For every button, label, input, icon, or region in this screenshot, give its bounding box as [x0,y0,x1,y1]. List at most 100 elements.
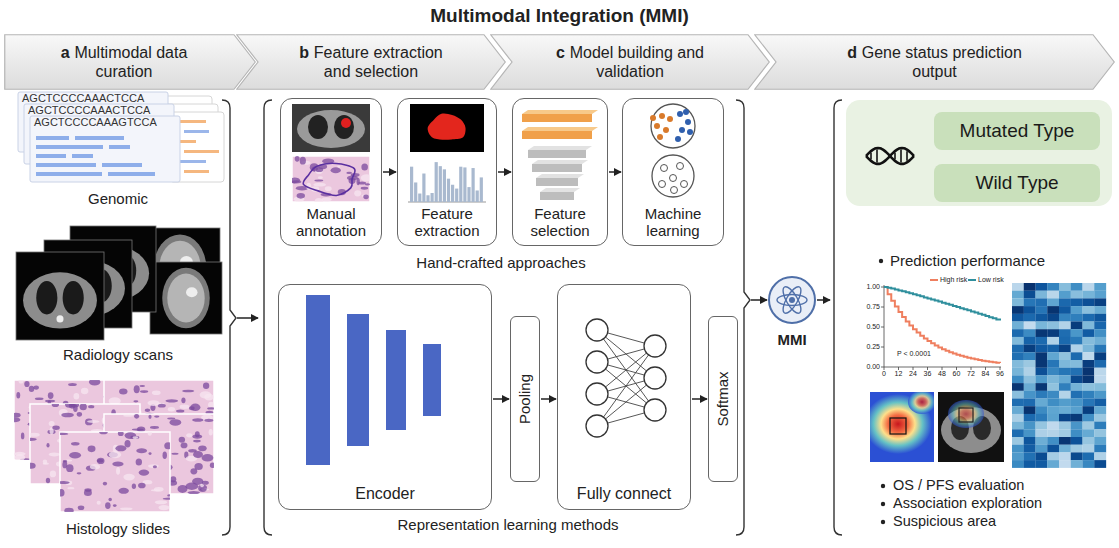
heatmap-cell [1047,445,1059,453]
heatmap-cell [1083,452,1095,460]
histogram-bar [439,166,442,202]
tissue-cell [163,498,170,500]
mri-slice [150,262,222,334]
ct-slice [938,392,1004,462]
tissue-slide [60,432,170,512]
heatmap-cell [1083,283,1095,291]
axis-tick-mark [1000,367,1001,370]
heatmap-cell [1094,306,1106,314]
tissue-cell [50,470,56,477]
tissue-cell [60,433,68,435]
heatmap-cell [1094,283,1106,291]
bullet-text: Association exploration [893,495,1042,512]
heatmap-cell [1083,437,1095,445]
heatmap-cell [1071,452,1083,460]
tissue-cell [148,464,159,468]
heatmap-cell [1083,322,1095,330]
heatmap-cell [1036,429,1048,437]
ct-body [23,272,97,328]
tissue-cell [14,417,20,422]
heatmap-cell [1047,322,1059,330]
class-dot [650,115,656,121]
heatmap-cell [1012,322,1024,330]
axis-tick: 96 [996,370,1004,378]
tissue-cell [69,404,76,409]
tissue-cell [147,400,159,406]
class-dot [659,113,665,119]
tissue-cell [181,443,188,449]
modality-label: Radiology scans [63,346,173,363]
heatmap-cell [1047,283,1059,291]
heatmap-cell [1024,291,1036,299]
heatmap-cell [1012,329,1024,337]
tissue-cell [80,404,87,410]
axis-tick-mark [881,347,884,348]
tissue-cell [209,429,213,435]
tissue-cell [136,448,147,453]
stage-heading: Multimodal data curation [74,44,187,80]
tissue-cell [46,443,49,448]
stage-heading: Gene status prediction output [862,44,1022,80]
sequence-read [184,130,209,133]
heatmap-cell [1094,437,1106,445]
heatmap-cell [1071,283,1083,291]
heatmap-cell [1059,429,1071,437]
survival-curve [884,287,1000,321]
sequence-read [36,145,103,149]
heatmap-cell [1047,437,1059,445]
network-neuron [644,367,666,389]
heatmap-cell [1059,414,1071,422]
chevron-outline [5,35,256,90]
tissue-cell [158,404,166,408]
heatmap-cell [1094,399,1106,407]
tissue-cell [313,183,326,187]
heatmap-cell [1012,345,1024,353]
heatmap-cell [1047,452,1059,460]
tissue-cell [318,176,323,179]
sequence-read [75,136,124,140]
heatmap-cell [1083,337,1095,345]
heatmap-cell [1012,298,1024,306]
heatmap-cell [1083,414,1095,422]
axis-tick: 12 [895,370,903,378]
heatmap-cell [1024,429,1036,437]
tissue-cell [198,445,207,451]
heatmap-cell [1047,368,1059,376]
panel-letter: d [847,44,857,61]
heatmap-cell [1071,445,1083,453]
tissue-cell [105,502,111,509]
heatmap-cell [1047,352,1059,360]
network-neuron [644,399,666,421]
heatmap-cell [1012,314,1024,322]
heatmap-cell [1071,314,1083,322]
heatmap-cell [1047,422,1059,430]
heatmap-cell [1083,306,1095,314]
histogram-bar [480,177,483,202]
heatmap-cell [1024,360,1036,368]
process-box: Feature extraction [397,98,497,246]
sample-dot [670,175,677,182]
ct-lung [334,115,354,139]
heatmap-cell [1047,306,1059,314]
histogram-bar [447,179,450,202]
class-dot [667,116,673,122]
heatmap-cell [1059,360,1071,368]
heatmap-cell [1071,375,1083,383]
tissue-cell [170,476,176,482]
class-dot [685,119,691,125]
node-label: Pooling [516,374,533,424]
flow-arrow [383,171,396,173]
node-label: Machine learning [627,205,719,240]
tissue-cell [33,385,38,389]
tissue-cell [138,483,146,489]
tissue-cell [295,156,300,162]
selection-illustration [522,110,598,200]
tissue-cell [103,482,107,486]
bullet-dot [881,484,885,488]
tissue-cell [164,442,170,449]
encoder-layer [386,330,406,430]
heatmap-cell [1024,375,1036,383]
radiology-illustration [16,226,222,340]
tissue-cell [187,491,199,494]
